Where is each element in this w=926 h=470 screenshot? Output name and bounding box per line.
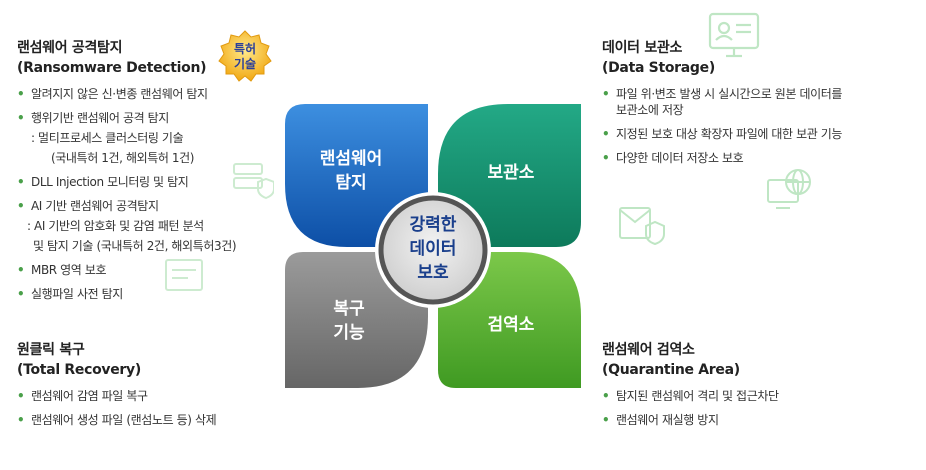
list-item: DLL Injection 모니터링 및 탐지 — [17, 174, 317, 191]
mail-shield-icon — [619, 207, 665, 246]
section-subtitle: (Total Recovery) — [17, 362, 141, 378]
list-item: MBR 영역 보호 — [17, 262, 317, 279]
petal-recovery-label-1: 복구 — [333, 299, 365, 319]
list-item: 행위기반 랜섬웨어 공격 탐지 — [17, 110, 317, 127]
petal-detection-label-1: 랜섬웨어 — [320, 149, 383, 169]
quarantine-area-section: 랜섬웨어 검역소 (Quarantine Area) 탐지된 랜섬웨어 격리 및… — [602, 340, 912, 436]
list-item-detail: 보관소에 저장 — [616, 103, 684, 117]
list-item: 실행파일 사전 탐지 — [17, 286, 317, 303]
feature-list: 랜섬웨어 감염 파일 복구 랜섬웨어 생성 파일 (랜섬노트 등) 삭제 — [17, 388, 317, 429]
feature-list: 파일 위·변조 발생 시 실시간으로 원본 데이터를 보관소에 저장 지정된 보… — [602, 86, 912, 167]
petal-storage-label: 보관소 — [488, 163, 535, 183]
section-subtitle: (Ransomware Detection) — [17, 60, 207, 76]
section-title: 원클릭 복구 — [17, 342, 85, 358]
petal-recovery-label-2: 기능 — [333, 323, 365, 343]
center-label-3: 보호 — [417, 263, 449, 283]
list-item: AI 기반 랜섬웨어 공격탐지 — [17, 198, 317, 215]
list-item: 지정된 보호 대상 확장자 파일에 대한 보관 기능 — [602, 126, 912, 143]
list-item-detail: : 멀티프로세스 클러스터링 기술 — [31, 131, 184, 145]
list-item-detail: : AI 기반의 암호화 및 감염 패턴 분석 — [27, 219, 204, 233]
list-item-detail: 및 탐지 기술 (국내특허 2건, 해외특허3건) — [33, 239, 237, 253]
monitor-user-icon — [708, 12, 760, 58]
total-recovery-section: 원클릭 복구 (Total Recovery) 랜섬웨어 감염 파일 복구 랜섬… — [17, 340, 317, 436]
feature-list: 알려지지 않은 신·변종 랜섬웨어 탐지 행위기반 랜섬웨어 공격 탐지 : 멀… — [17, 86, 317, 303]
list-item: 파일 위·변조 발생 시 실시간으로 원본 데이터를 — [602, 86, 912, 103]
feature-list: 탐지된 랜섬웨어 격리 및 접근차단 랜섬웨어 재실행 방지 — [602, 388, 912, 429]
list-item-detail: (국내특허 1건, 해외특허 1건) — [51, 151, 195, 165]
center-circle — [378, 195, 488, 305]
center-label-1: 강력한 — [410, 215, 457, 235]
section-title: 데이터 보관소 — [602, 40, 683, 56]
patent-badge-icon: 특허 기술 — [218, 30, 272, 82]
section-title: 랜섬웨어 공격탐지 — [17, 40, 123, 56]
section-subtitle: (Data Storage) — [602, 60, 715, 76]
section-subtitle: (Quarantine Area) — [602, 362, 740, 378]
section-title: 랜섬웨어 검역소 — [602, 342, 695, 358]
list-item: 랜섬웨어 감염 파일 복구 — [17, 388, 317, 405]
list-item: 다양한 데이터 저장소 보호 — [602, 150, 912, 167]
list-item: 탐지된 랜섬웨어 격리 및 접근차단 — [602, 388, 912, 405]
list-item: 알려지지 않은 신·변종 랜섬웨어 탐지 — [17, 86, 317, 103]
petal-detection-label-2: 탐지 — [335, 173, 366, 193]
four-petal-diagram: 랜섬웨어 탐지 보관소 복구 기능 검역소 강력한 데이터 보호 — [285, 104, 581, 388]
data-storage-section: 데이터 보관소 (Data Storage) 파일 위·변조 발생 시 실시간으… — [602, 38, 912, 174]
badge-line-1: 특허 — [234, 41, 256, 56]
center-label-2: 데이터 — [410, 239, 457, 259]
ransomware-detection-section: 랜섬웨어 공격탐지 (Ransomware Detection) 알려지지 않은… — [17, 38, 317, 310]
globe-computer-icon — [767, 169, 811, 209]
petal-quarantine-label: 검역소 — [488, 315, 535, 335]
list-item: 랜섬웨어 재실행 방지 — [602, 412, 912, 429]
badge-line-2: 기술 — [234, 56, 256, 71]
list-item: 랜섬웨어 생성 파일 (랜섬노트 등) 삭제 — [17, 412, 317, 429]
